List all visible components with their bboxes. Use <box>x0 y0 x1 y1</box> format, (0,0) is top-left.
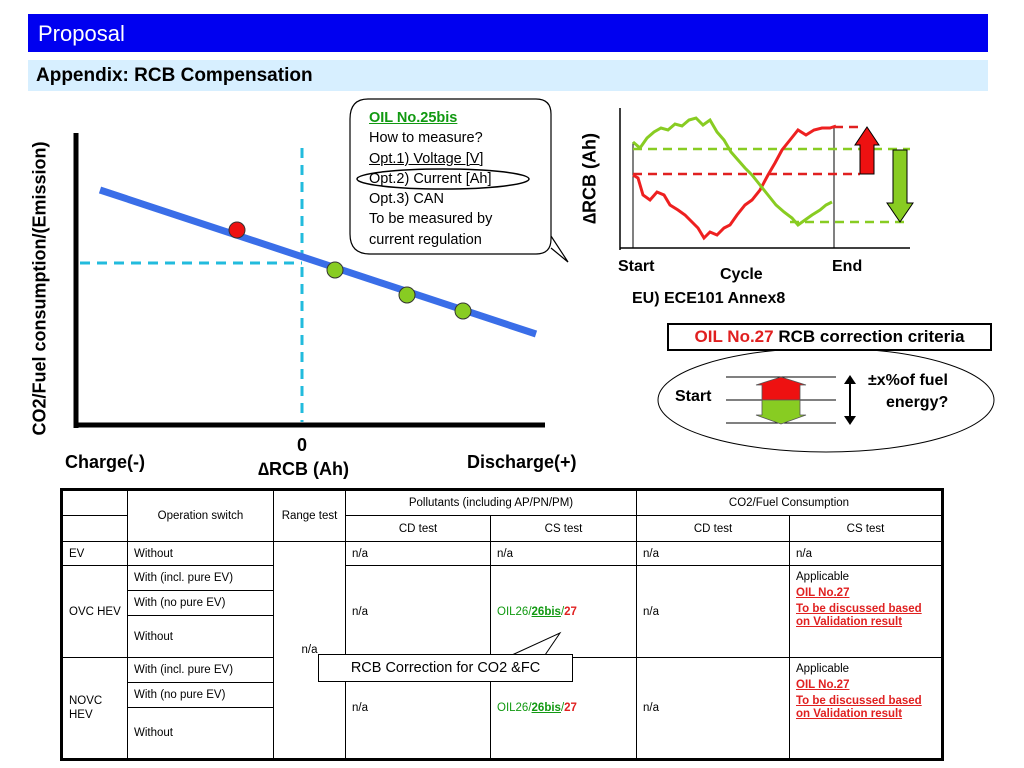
criteria-range-line2: energy? <box>886 394 949 411</box>
criteria-oil: OIL No.27 <box>694 327 774 346</box>
title-bar: Proposal <box>28 14 988 52</box>
criteria-green-arrow <box>755 399 807 425</box>
start-label: Start <box>618 258 655 275</box>
end-label: End <box>832 258 863 275</box>
switch-cell: Without <box>127 707 274 760</box>
red-curve <box>632 124 837 241</box>
pollutant-cd-cell: n/a <box>345 565 491 658</box>
source-label: EU) ECE101 Annex8 <box>632 290 786 307</box>
callout-line: How to measure? <box>369 130 483 147</box>
proposal-table: Operation switch Range test Pollutants (… <box>60 488 944 761</box>
page-subtitle: Appendix: RCB Compensation <box>36 65 313 86</box>
switch-cell: With (incl. pure EV) <box>127 565 274 591</box>
table-row: With (no pure EV) <box>62 682 943 708</box>
criteria-box: OIL No.27 RCB correction criteria <box>667 323 992 351</box>
subtitle-bar: Appendix: RCB Compensation <box>28 60 988 91</box>
co2-cd-cell: n/a <box>636 657 790 760</box>
criteria-start-label: Start <box>675 388 712 405</box>
callout-line: Opt.3) CAN <box>369 191 444 208</box>
criteria-title: OIL No.27 RCB correction criteria <box>669 327 990 347</box>
green-point <box>398 286 416 304</box>
red-point <box>228 221 246 239</box>
table-row: Without <box>62 615 943 658</box>
switch-cell: Without <box>127 615 274 658</box>
callout-line: Opt.1) Voltage [V] <box>369 150 484 167</box>
co2-cs-cell: n/a <box>789 541 943 566</box>
switch-cell: With (no pure EV) <box>127 590 274 616</box>
callout-bubble <box>349 98 569 263</box>
criteria-red-arrow <box>755 376 807 401</box>
range-arrow-head-down <box>844 416 856 425</box>
header-cs-test: CS test <box>789 515 943 542</box>
criteria-text: RCB correction criteria <box>773 327 965 346</box>
zero-tick-label: 0 <box>297 435 308 455</box>
green-point <box>454 302 472 320</box>
charge-label: Charge(-) <box>65 452 145 472</box>
criteria-range-line1: ±x%of fuel <box>868 372 948 389</box>
page-title: Proposal <box>38 21 125 46</box>
co2-cd-cell: n/a <box>636 565 790 658</box>
red-up-arrow <box>854 126 880 175</box>
pollutant-cs-cell: OIL26/26bis/27 <box>490 565 637 658</box>
callout-line: Opt.2) Current [Ah] <box>369 170 492 187</box>
co2-cs-cell: Applicable OIL No.27 To be discussed bas… <box>789 657 943 760</box>
callout-text: OIL No.25bis How to measure? Opt.1) Volt… <box>369 108 492 250</box>
header-empty <box>61 515 128 542</box>
rcb-callout-box: RCB Correction for CO2 &FC <box>318 654 573 682</box>
callout-title: OIL No.25bis <box>369 110 458 126</box>
row-label-novc: NOVC HEV <box>61 657 128 760</box>
option2-circle <box>356 168 530 190</box>
table-row: With (no pure EV) <box>62 590 943 616</box>
discharge-label: Discharge(+) <box>467 452 577 472</box>
range-test-cell: n/a <box>273 541 346 760</box>
range-arrow-head-up <box>844 375 856 384</box>
header-co2: CO2/Fuel Consumption <box>636 489 943 516</box>
callout-line: current regulation <box>369 231 482 248</box>
table-row: EV Without n/a n/a n/a n/a n/a <box>61 541 943 760</box>
left-x-axis-label: ∆RCB (Ah) <box>258 459 349 479</box>
row-label-ev: EV <box>61 541 128 566</box>
header-pollutants: Pollutants (including AP/PN/PM) <box>345 489 637 516</box>
green-curve <box>632 116 833 228</box>
switch-cell: With (no pure EV) <box>127 682 274 708</box>
cycle-label: Cycle <box>720 266 763 283</box>
green-down-arrow <box>886 149 914 223</box>
callout-line: To be measured by <box>369 211 493 228</box>
co2-cs-cell: Applicable OIL No.27 To be discussed bas… <box>789 565 943 658</box>
green-point <box>326 261 344 279</box>
table-row: Without <box>62 707 943 760</box>
